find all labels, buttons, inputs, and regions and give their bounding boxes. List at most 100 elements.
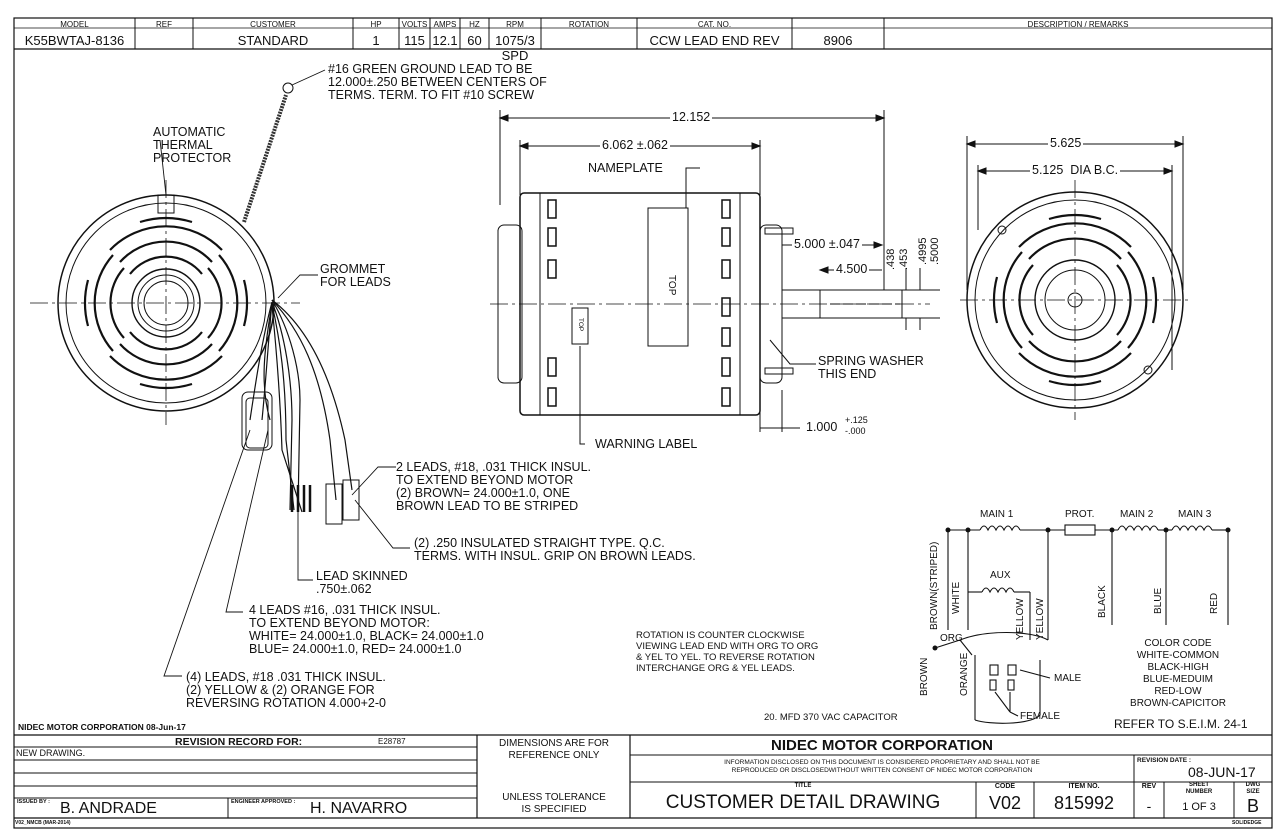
reversing-leads-note: (4) LEADS, #18 .031 THICK INSUL. (2) YEL… <box>186 670 386 710</box>
proprietary-disclaimer: INFORMATION DISCLOSED ON THIS DOCUMENT I… <box>724 759 1040 774</box>
revision-record-label: REVISION RECORD FOR: <box>175 736 303 748</box>
header-model: MODEL <box>60 20 89 29</box>
note-leaders <box>159 69 410 677</box>
drawing-title: CUSTOMER DETAIL DRAWING <box>665 792 941 813</box>
revision-date-label: REVISION DATE : <box>1137 757 1192 764</box>
sheet-number-label: SHEET NUMBER <box>1185 782 1213 795</box>
seim-reference: REFER TO S.E.I.M. 24-1 <box>1114 717 1248 731</box>
header-cat-no: CAT. NO. <box>697 20 732 29</box>
value-hp: 1 <box>372 33 380 48</box>
header-amps: AMPS <box>433 20 457 29</box>
header-volts: VOLTS <box>401 20 428 29</box>
top-marking-small: TOP <box>577 318 584 332</box>
ground-lead-note: #16 GREEN GROUND LEAD TO BE 12.000±.250 … <box>328 62 547 102</box>
dim-body-length: 6.062 ±.062 <box>600 138 670 152</box>
value-amps: 12.1 <box>432 33 458 48</box>
value-rotation: CCW LEAD END REV <box>649 33 780 48</box>
wiring-white: WHITE <box>951 581 962 614</box>
engineer-approved-label: ENGINEER APPROVED : <box>231 799 296 805</box>
tolerance-note: UNLESS TOLERANCE IS SPECIFIED <box>502 792 606 815</box>
dim-shaft-5000: 5.000 ±.047 <box>792 237 862 251</box>
wiring-main1: MAIN 1 <box>980 509 1014 520</box>
corp-date-stamp: NIDEC MOTOR CORPORATION 08-Jun-17 <box>18 722 186 732</box>
header-ref: REF <box>156 20 172 29</box>
wiring-male: MALE <box>1054 673 1082 684</box>
form-code-footer: V02_NMCB (MAR-2014) <box>15 820 71 826</box>
header-hp: HP <box>370 20 382 29</box>
dim-438: .438 <box>885 248 897 270</box>
color-code-note: COLOR CODE WHITE-COMMON BLACK-HIGH BLUE-… <box>1130 638 1226 709</box>
side-view <box>490 110 940 445</box>
header-description: DESCRIPTION / REMARKS <box>1027 20 1129 29</box>
code-label: CODE <box>994 783 1016 790</box>
cad-software-footer: SOLIDEDGE <box>1232 820 1262 826</box>
wiring-org: ORG <box>940 633 963 644</box>
dims-reference-note: DIMENSIONS ARE FOR REFERENCE ONLY <box>498 738 609 761</box>
right-end-view <box>960 136 1190 420</box>
two-leads-note: 2 LEADS, #18, .031 THICK INSUL. TO EXTEN… <box>396 460 592 513</box>
item-no-label: ITEM NO. <box>1068 783 1100 790</box>
value-model: K55BWTAJ-8136 <box>24 33 125 48</box>
header-rotation: ROTATION <box>568 20 610 29</box>
title-block-lines <box>14 734 1272 819</box>
new-drawing-note: NEW DRAWING. <box>16 748 86 758</box>
wiring-diagram <box>934 524 1229 724</box>
issued-by-name: B. ANDRADE <box>60 800 157 817</box>
warning-label: WARNING LABEL <box>595 437 698 451</box>
thermal-protector-note: AUTOMATIC THERMAL PROTECTOR <box>153 125 232 165</box>
wiring-brown-striped: BROWN(STRIPED) <box>929 541 940 630</box>
wiring-blue: BLUE <box>1153 587 1164 614</box>
value-volts: 115 <box>404 33 425 48</box>
wiring-brown: BROWN <box>919 657 930 696</box>
sheet-number-value: 1 OF 3 <box>1182 801 1216 813</box>
dim-bolt-circle: 5.125 DIA B.C. <box>1030 163 1121 177</box>
capacitor-note: 20. MFD 370 VAC CAPACITOR <box>764 712 898 723</box>
dim-4995: .4995 <box>917 237 929 265</box>
revision-number: E28787 <box>378 737 406 746</box>
header-customer: CUSTOMER <box>250 20 296 29</box>
nameplate-label: NAMEPLATE <box>588 161 663 175</box>
dim-453: .453 <box>898 248 910 270</box>
issued-by-label: ISSUED BY : <box>17 799 50 805</box>
lead-skinned-note: LEAD SKINNED .750±.062 <box>316 569 408 596</box>
wiring-aux: AUX <box>990 570 1011 581</box>
dim-overall-length: 12.152 <box>670 110 713 124</box>
dwg-size-label: DWG SIZE <box>1245 782 1261 795</box>
header-hz: HZ <box>469 20 480 29</box>
item-no-value: 815992 <box>1053 793 1115 813</box>
dim-1000: 1.000 <box>806 420 838 434</box>
dim-5000b: .5000 <box>929 237 941 265</box>
wiring-orange: ORANGE <box>959 652 970 696</box>
value-hz: 60 <box>467 33 482 48</box>
wiring-prot: PROT. <box>1065 509 1095 520</box>
four-leads-note: 4 LEADS #16, .031 THICK INSUL. TO EXTEND… <box>249 603 484 656</box>
rotation-note: ROTATION IS COUNTER CLOCKWISE VIEWING LE… <box>636 630 819 674</box>
dim-1000-tol-down: -.000 <box>845 426 866 436</box>
wiring-black: BLACK <box>1097 585 1108 618</box>
engineer-name: H. NAVARRO <box>310 800 408 817</box>
dim-1000-tol-up: +.125 <box>845 415 868 425</box>
code-value: V02 <box>988 793 1022 813</box>
value-customer: STANDARD <box>237 33 309 48</box>
wiring-female: FEMALE <box>1020 711 1061 722</box>
dwg-size-value: B <box>1246 796 1259 816</box>
wiring-main2: MAIN 2 <box>1120 509 1154 520</box>
top-marking: TOP <box>666 275 677 296</box>
revision-date-value: 08-JUN-17 <box>1188 764 1256 780</box>
value-rpm: 1075/3 SPD <box>495 33 535 63</box>
dim-shaft-4500: 4.500 <box>834 262 870 276</box>
qc-terminals-note: (2) .250 INSULATED STRAIGHT TYPE. Q.C. T… <box>414 536 696 563</box>
left-end-view <box>30 82 360 525</box>
wiring-yellow-1: YELLOW <box>1015 598 1026 640</box>
value-cat-no: 8906 <box>823 33 853 48</box>
grommet-note: GROMMET FOR LEADS <box>320 262 391 289</box>
wiring-main3: MAIN 3 <box>1178 509 1212 520</box>
header-rpm: RPM <box>506 20 524 29</box>
dim-end-diameter: 5.625 <box>1048 136 1084 150</box>
rev-label: REV <box>1141 783 1157 790</box>
wiring-yellow-2: YELLOW <box>1035 598 1046 640</box>
wiring-red: RED <box>1209 592 1220 614</box>
rev-value: - <box>1146 798 1152 814</box>
spring-washer-note: SPRING WASHER THIS END <box>818 354 924 381</box>
